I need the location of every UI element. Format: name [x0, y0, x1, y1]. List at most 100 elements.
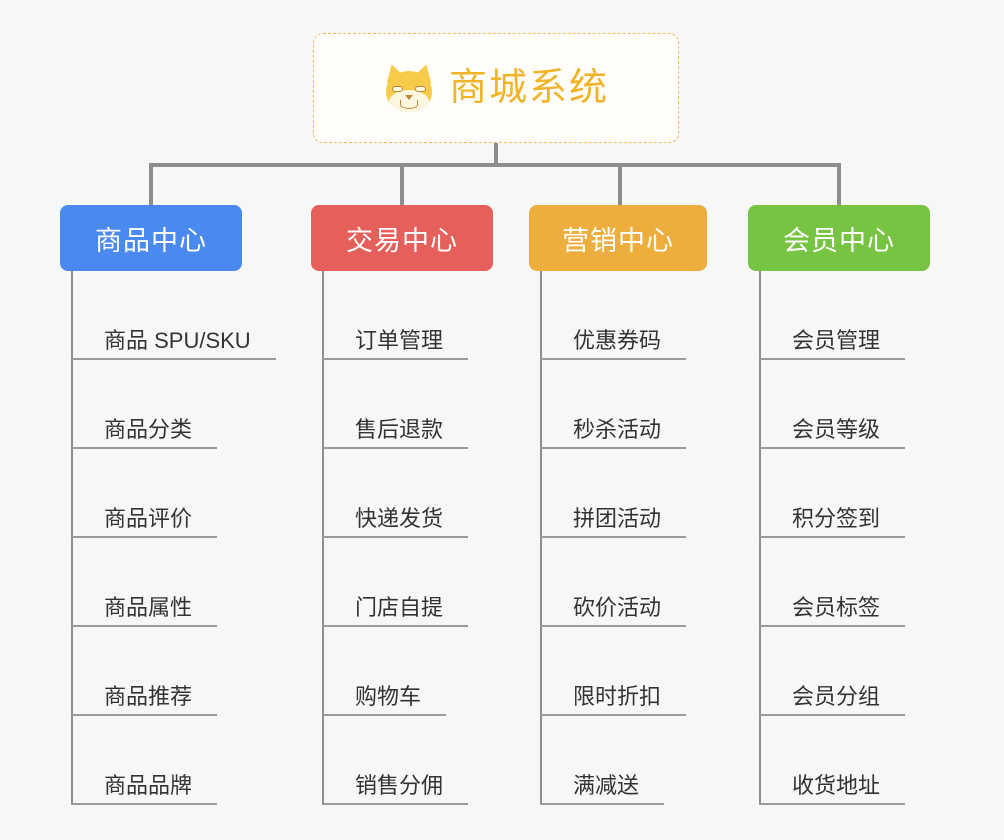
list-item[interactable]: 销售分佣	[311, 716, 493, 805]
branch-header-label: 会员中心	[783, 225, 895, 256]
leaf-underline	[71, 625, 217, 627]
leaf-label: 会员等级	[792, 417, 881, 442]
leaf-underline	[540, 358, 686, 360]
leaf-underline	[322, 625, 468, 627]
leaf-underline	[322, 536, 468, 538]
connector-horizontal-bus	[149, 163, 841, 167]
leaf-underline	[759, 358, 905, 360]
branch-header-label: 营销中心	[562, 225, 674, 256]
list-item[interactable]: 积分签到	[748, 449, 930, 538]
root-node-title: 商城系统	[448, 67, 609, 109]
leaf-label: 积分签到	[792, 506, 881, 531]
list-item[interactable]: 会员等级	[748, 360, 930, 449]
branch-header-product-center[interactable]: 商品中心	[60, 205, 242, 271]
branch-trunk	[322, 271, 324, 805]
leaf-label: 会员分组	[792, 684, 881, 709]
leaf-label: 商品 SPU/SKU	[104, 328, 251, 353]
shiba-inu-dog-icon	[382, 61, 436, 112]
list-item[interactable]: 商品推荐	[60, 627, 242, 716]
leaf-underline	[71, 714, 217, 716]
leaf-underline	[540, 625, 686, 627]
leaf-label: 快递发货	[355, 506, 444, 531]
list-item[interactable]: 收货地址	[748, 716, 930, 805]
list-item[interactable]: 商品品牌	[60, 716, 242, 805]
branch-column-member-center: 会员中心 会员管理 会员等级 积分签到 会员标签 会员分组	[748, 205, 930, 805]
branch-column-trade-center: 交易中心 订单管理 售后退款 快递发货 门店自提 购物车	[311, 205, 493, 805]
list-item[interactable]: 商品评价	[60, 449, 242, 538]
leaf-label: 拼团活动	[573, 506, 662, 531]
connector-drop-1	[149, 163, 153, 207]
leaf-label: 商品推荐	[104, 684, 193, 709]
list-item[interactable]: 会员管理	[748, 271, 930, 360]
leaf-underline	[322, 447, 468, 449]
leaf-label: 订单管理	[355, 328, 444, 353]
list-item[interactable]: 会员分组	[748, 627, 930, 716]
leaf-label: 门店自提	[355, 595, 444, 620]
leaf-underline	[540, 803, 664, 805]
branch-items-product-center: 商品 SPU/SKU 商品分类 商品评价 商品属性 商品推荐 商品品牌	[60, 271, 276, 805]
leaf-label: 限时折扣	[573, 684, 662, 709]
leaf-underline	[759, 714, 905, 716]
list-item[interactable]: 满减送	[529, 716, 707, 805]
leaf-underline	[322, 803, 468, 805]
branch-column-marketing-center: 营销中心 优惠券码 秒杀活动 拼团活动 砍价活动 限时折扣	[529, 205, 707, 805]
list-item[interactable]: 订单管理	[311, 271, 493, 360]
branch-header-marketing-center[interactable]: 营销中心	[529, 205, 707, 271]
list-item[interactable]: 拼团活动	[529, 449, 707, 538]
leaf-label: 商品属性	[104, 595, 193, 620]
leaf-underline	[540, 447, 686, 449]
leaf-underline	[71, 358, 276, 360]
leaf-underline	[322, 358, 468, 360]
list-item[interactable]: 限时折扣	[529, 627, 707, 716]
leaf-underline	[322, 714, 446, 716]
leaf-label: 秒杀活动	[573, 417, 662, 442]
leaf-underline	[71, 803, 217, 805]
branch-items-member-center: 会员管理 会员等级 积分签到 会员标签 会员分组 收货地址	[748, 271, 930, 805]
leaf-underline	[759, 625, 905, 627]
leaf-label: 满减送	[573, 773, 640, 798]
list-item[interactable]: 购物车	[311, 627, 493, 716]
leaf-label: 砍价活动	[573, 595, 662, 620]
list-item[interactable]: 优惠券码	[529, 271, 707, 360]
connector-drop-2	[400, 163, 404, 207]
connector-root-stub	[494, 143, 498, 165]
connector-drop-4	[837, 163, 841, 207]
leaf-label: 会员管理	[792, 328, 881, 353]
leaf-label: 售后退款	[355, 417, 444, 442]
list-item[interactable]: 秒杀活动	[529, 360, 707, 449]
branch-header-label: 商品中心	[95, 225, 207, 256]
branch-trunk	[540, 271, 542, 805]
leaf-label: 优惠券码	[573, 328, 662, 353]
branch-column-product-center: 商品中心 商品 SPU/SKU 商品分类 商品评价 商品属性 商品推荐	[60, 205, 276, 805]
root-node-mall-system[interactable]: 商城系统	[313, 33, 679, 143]
list-item[interactable]: 售后退款	[311, 360, 493, 449]
leaf-underline	[540, 536, 686, 538]
leaf-label: 购物车	[355, 684, 422, 709]
leaf-label: 会员标签	[792, 595, 881, 620]
connector-drop-3	[618, 163, 622, 207]
list-item[interactable]: 商品 SPU/SKU	[60, 271, 276, 360]
list-item[interactable]: 快递发货	[311, 449, 493, 538]
leaf-label: 商品评价	[104, 506, 193, 531]
leaf-underline	[759, 803, 905, 805]
list-item[interactable]: 砍价活动	[529, 538, 707, 627]
leaf-underline	[759, 536, 905, 538]
leaf-label: 商品分类	[104, 417, 193, 442]
leaf-underline	[71, 536, 217, 538]
branch-trunk	[71, 271, 73, 805]
leaf-underline	[540, 714, 686, 716]
branch-header-trade-center[interactable]: 交易中心	[311, 205, 493, 271]
branch-items-trade-center: 订单管理 售后退款 快递发货 门店自提 购物车 销售分佣	[311, 271, 493, 805]
leaf-underline	[71, 447, 217, 449]
list-item[interactable]: 会员标签	[748, 538, 930, 627]
list-item[interactable]: 门店自提	[311, 538, 493, 627]
branch-items-marketing-center: 优惠券码 秒杀活动 拼团活动 砍价活动 限时折扣 满减送	[529, 271, 707, 805]
leaf-label: 销售分佣	[355, 773, 444, 798]
leaf-underline	[759, 447, 905, 449]
leaf-label: 收货地址	[792, 773, 881, 798]
list-item[interactable]: 商品属性	[60, 538, 242, 627]
branch-header-member-center[interactable]: 会员中心	[748, 205, 930, 271]
leaf-label: 商品品牌	[104, 773, 193, 798]
list-item[interactable]: 商品分类	[60, 360, 242, 449]
